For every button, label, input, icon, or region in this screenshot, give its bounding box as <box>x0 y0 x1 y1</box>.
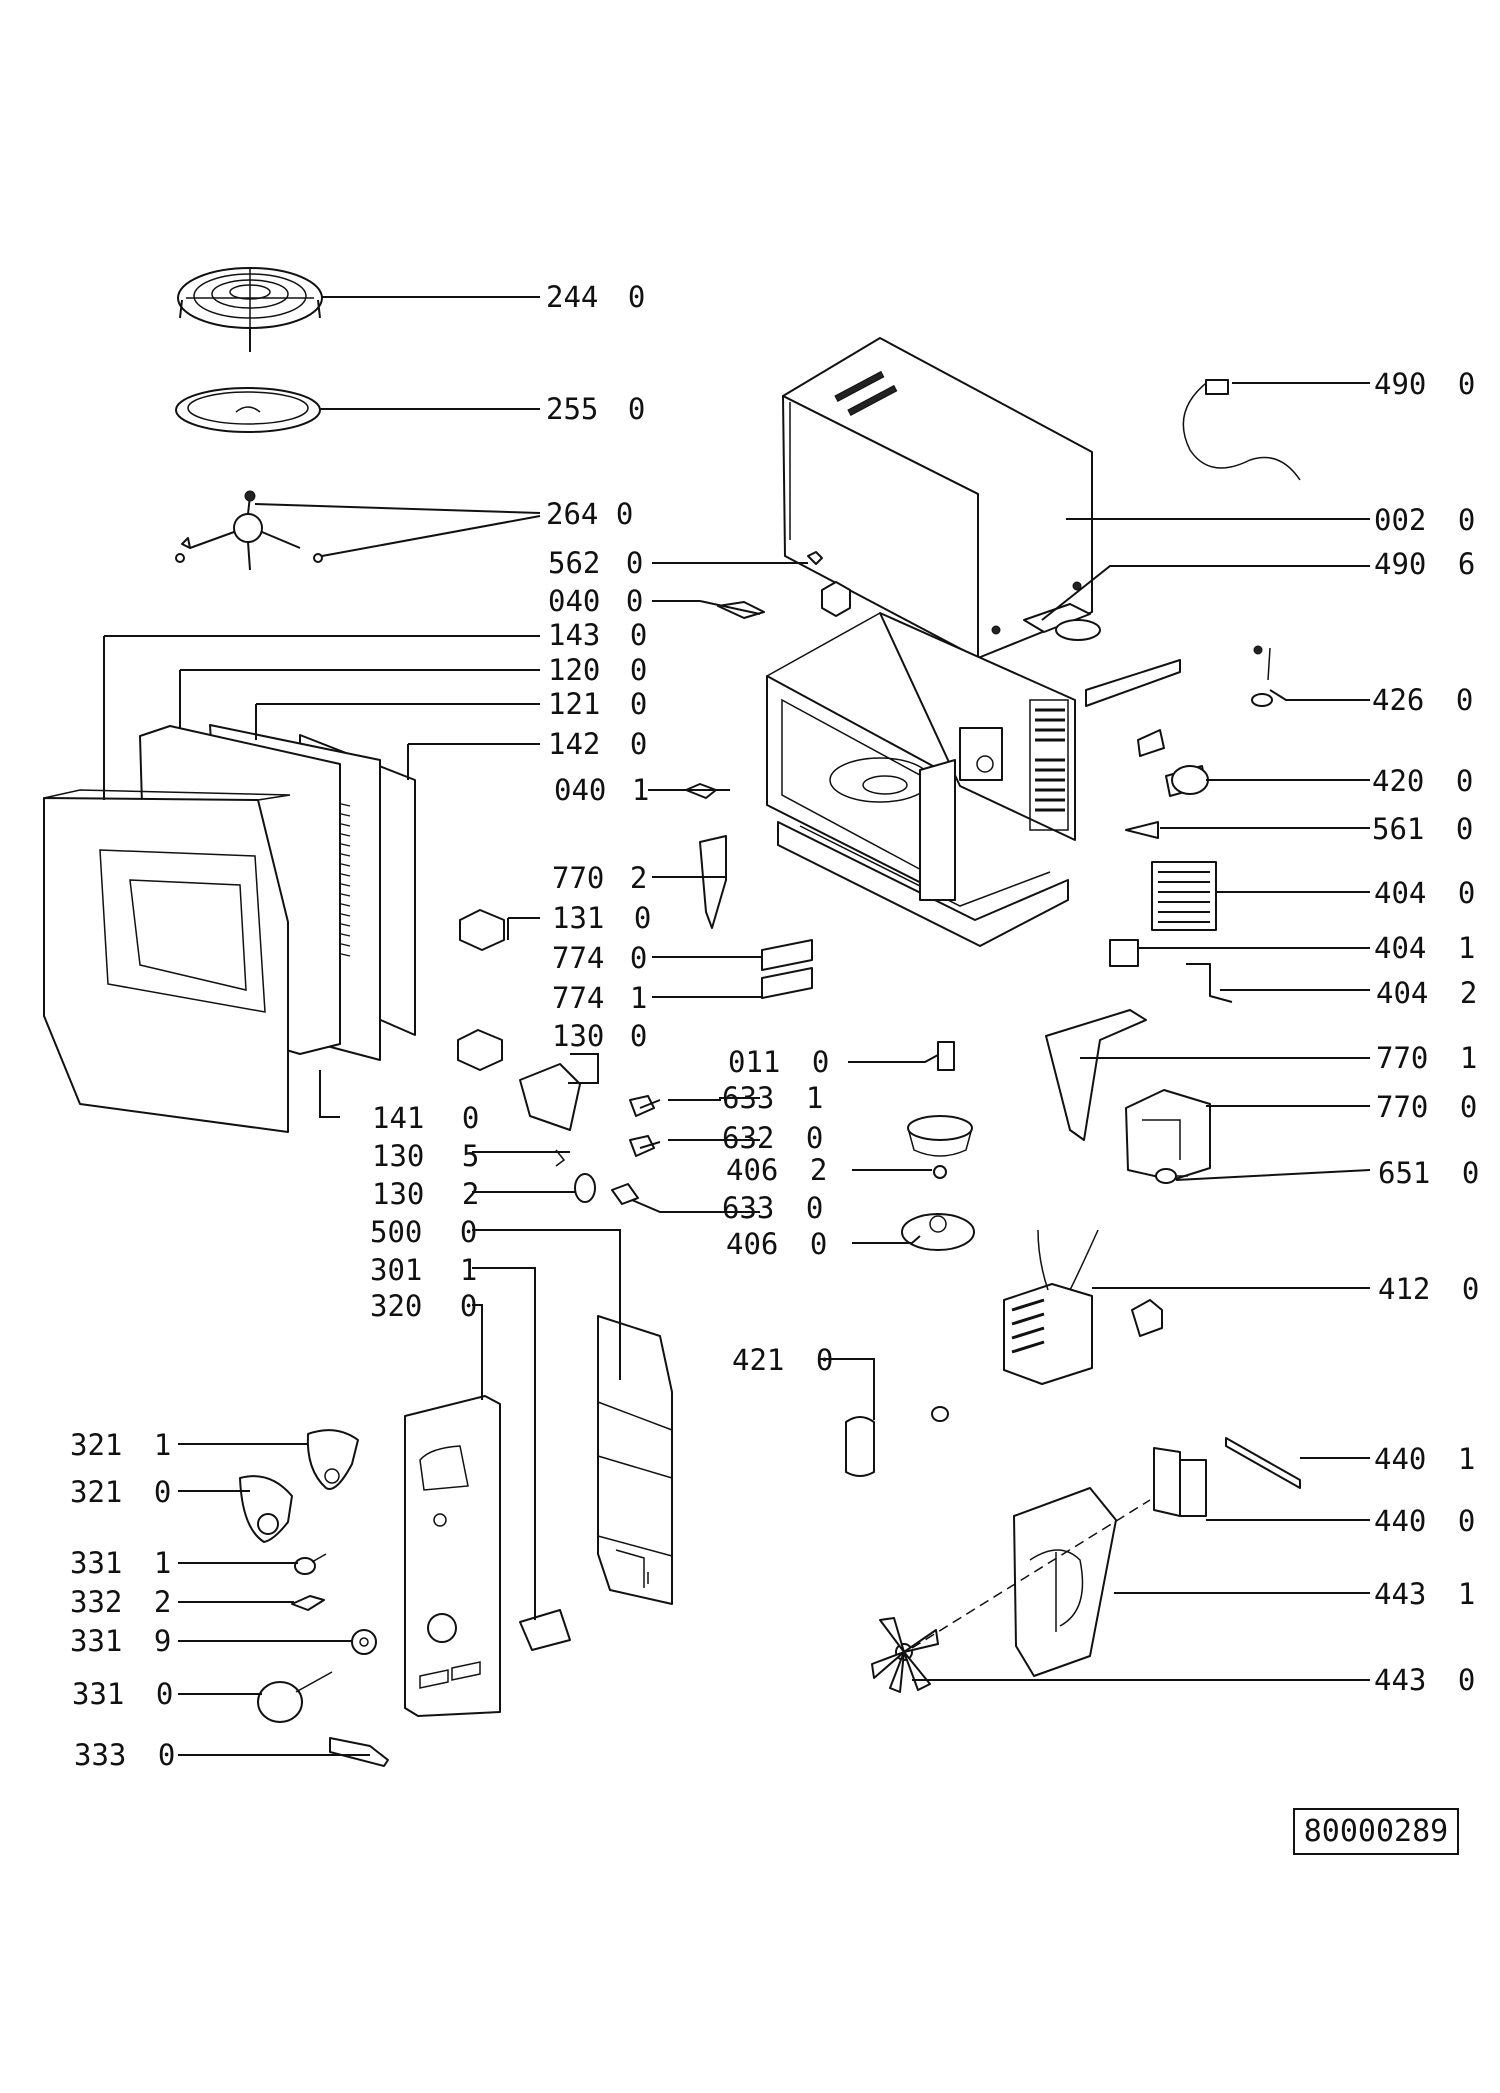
part-label: 301 1 <box>370 1253 477 1287</box>
part-label: 633 0 <box>722 1191 823 1225</box>
part-label: 490 0 <box>1374 367 1475 401</box>
part-label: 331 0 <box>72 1677 173 1711</box>
part-label: 412 0 <box>1378 1272 1479 1306</box>
part-label: 404 1 <box>1374 931 1475 965</box>
part-label: 562 0 <box>548 546 643 580</box>
glass-turntable-drawing <box>175 387 321 433</box>
part-label: 440 1 <box>1374 1442 1475 1476</box>
part-label: 561 0 <box>1372 812 1473 846</box>
part-label: 040 0 <box>548 584 643 618</box>
part-label: 633 1 <box>722 1081 823 1115</box>
small-parts-drawing <box>457 551 975 1251</box>
part-label: 130 0 <box>552 1019 647 1053</box>
part-label: 443 1 <box>1374 1577 1475 1611</box>
part-label: 331 9 <box>70 1624 171 1658</box>
part-label: 632 0 <box>722 1121 823 1155</box>
part-label: 770 2 <box>552 861 647 895</box>
part-label: 121 0 <box>548 687 647 721</box>
part-label: 244 0 <box>546 280 645 314</box>
part-label: 443 0 <box>1374 1663 1475 1697</box>
part-label: 440 0 <box>1374 1504 1475 1538</box>
part-label: 406 2 <box>726 1153 827 1187</box>
push-button-shape <box>329 1737 389 1767</box>
timer-knob-shape <box>257 1671 333 1723</box>
part-label: 011 0 <box>728 1045 829 1079</box>
grill-rack-drawing <box>177 267 323 352</box>
part-label: 131 0 <box>552 901 651 935</box>
oven-cavity-drawing <box>766 612 1076 947</box>
part-label: 320 0 <box>370 1289 477 1323</box>
part-label: 774 0 <box>552 941 647 975</box>
part-label: 651 0 <box>1378 1156 1479 1190</box>
part-label: 321 0 <box>70 1475 171 1509</box>
leader-lines <box>103 296 1371 1756</box>
part-label: 426 0 <box>1372 683 1473 717</box>
knob-insert-shape <box>351 1629 377 1655</box>
part-label: 143 0 <box>548 618 647 652</box>
part-label: 406 0 <box>726 1227 827 1261</box>
part-label: 264 0 <box>546 497 633 531</box>
part-label: 500 0 <box>370 1215 477 1249</box>
part-label: 404 0 <box>1374 876 1475 910</box>
part-label: 332 2 <box>70 1585 171 1619</box>
part-label: 130 2 <box>372 1177 479 1211</box>
part-label: 333 0 <box>74 1738 175 1772</box>
control-panel-drawing <box>239 1315 673 1767</box>
part-label: 421 0 <box>732 1343 833 1377</box>
right-parts-drawing <box>845 379 1301 1693</box>
door-assembly-drawing <box>43 724 416 1133</box>
cap-lower-shape <box>239 1475 293 1543</box>
switch-shape <box>291 1595 325 1611</box>
part-label: 120 0 <box>548 653 647 687</box>
part-label: 141 0 <box>372 1101 479 1135</box>
part-label: 420 0 <box>1372 764 1473 798</box>
part-label: 321 1 <box>70 1428 171 1462</box>
part-label: 255 0 <box>546 392 645 426</box>
part-label: 770 0 <box>1376 1090 1477 1124</box>
part-label: 404 2 <box>1376 976 1477 1010</box>
part-labels: 244 0 255 0 264 0 562 0 040 0 143 0 120 … <box>70 280 1479 1772</box>
part-label: 331 1 <box>70 1546 171 1580</box>
cap-upper-shape <box>306 1429 359 1490</box>
reference-number-box: 80000289 <box>1293 1808 1459 1855</box>
part-label: 130 5 <box>372 1139 479 1173</box>
part-label: 142 0 <box>548 727 647 761</box>
small-knob-shape <box>294 1553 327 1575</box>
part-label: 774 1 <box>552 981 647 1015</box>
part-label: 490 6 <box>1374 547 1475 581</box>
part-label: 002 0 <box>1374 503 1475 537</box>
part-label: 770 1 <box>1376 1041 1477 1075</box>
part-label: 040 1 <box>554 773 649 807</box>
outer-casing-drawing <box>782 337 1093 659</box>
roller-support-drawing <box>175 490 323 571</box>
fan-blade-shape <box>871 1617 939 1693</box>
